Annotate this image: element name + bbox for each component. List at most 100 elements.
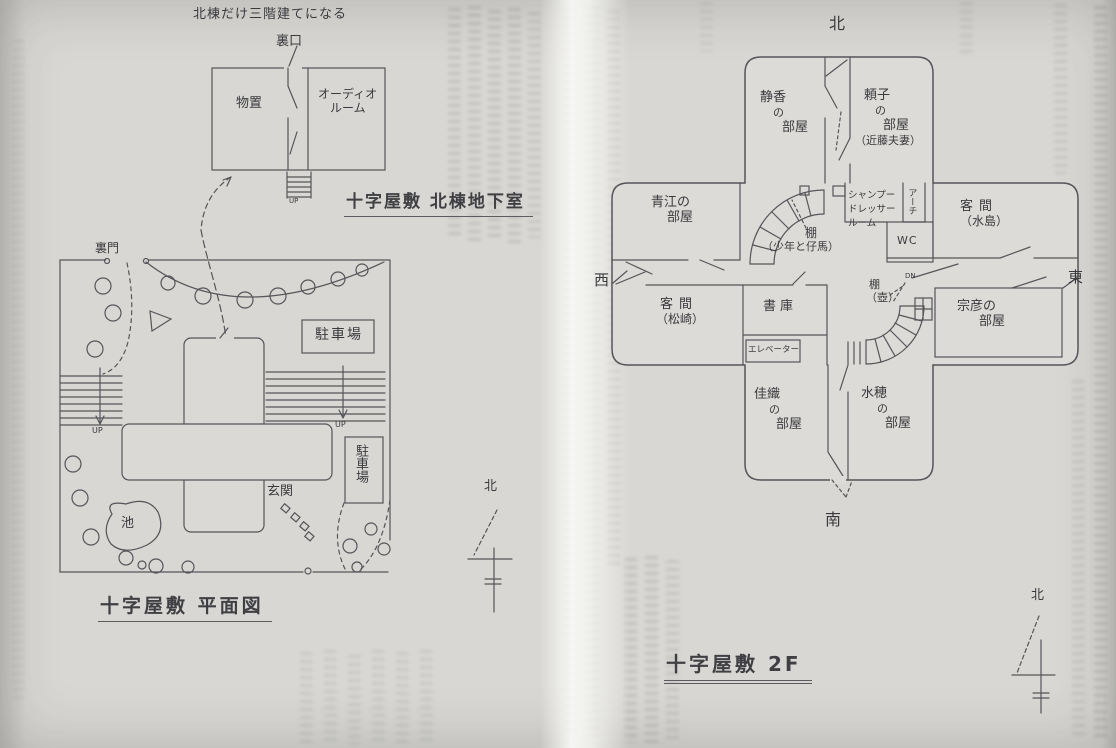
pond-outline bbox=[105, 500, 162, 551]
bleedthrough-text bbox=[488, 10, 501, 240]
cross-outline bbox=[611, 56, 1079, 481]
compass-icon bbox=[467, 509, 513, 613]
basement-stairs-up-label: UP bbox=[289, 197, 299, 205]
up-arrow-right bbox=[338, 365, 348, 419]
shelf-urn-line2: （壺） bbox=[866, 290, 899, 304]
bleedthrough-text bbox=[372, 650, 385, 745]
bleedthrough-text bbox=[528, 12, 541, 238]
bleedthrough-text bbox=[666, 560, 679, 742]
mizuho-line3: 部屋 bbox=[885, 415, 912, 431]
yoriko-line3: 部屋 bbox=[883, 117, 910, 133]
stairs-down-label: DN bbox=[905, 272, 916, 280]
bleedthrough-text bbox=[468, 6, 481, 244]
room-shizuka: 静香 の 部屋 bbox=[760, 90, 809, 136]
basement-plan bbox=[200, 45, 386, 339]
wc-label: WC bbox=[897, 234, 918, 247]
shelf-urn-label: 棚 （壺） bbox=[866, 278, 899, 304]
up-arrow-left bbox=[95, 367, 105, 425]
audio-room-label: オーディオ ルーム bbox=[318, 87, 378, 116]
hatch-right bbox=[265, 371, 386, 422]
pond-label: 池 bbox=[121, 516, 135, 531]
bleedthrough-text bbox=[1072, 380, 1085, 740]
mizushima-line2: （水島） bbox=[960, 213, 1009, 228]
audio-room-line1: オーディオ bbox=[318, 87, 378, 101]
library-label: 書庫 bbox=[763, 299, 798, 314]
bleedthrough-text bbox=[448, 8, 461, 238]
room-munehiko: 宗彦の 部屋 bbox=[957, 299, 1006, 330]
hatch-left bbox=[59, 375, 123, 426]
bleedthrough-text bbox=[324, 650, 337, 745]
shampoo-line2: ドレッサー bbox=[848, 203, 896, 215]
shampoo-line1: シャンプー bbox=[848, 190, 896, 201]
elevator-label: エレベーター bbox=[748, 345, 800, 355]
yoriko-line2: の bbox=[875, 103, 886, 117]
aoe-line1: 青江の bbox=[651, 195, 691, 210]
site-plan bbox=[59, 256, 513, 613]
room-mizushima: 客間 （水島） bbox=[960, 199, 1009, 230]
shelf-mark bbox=[799, 185, 810, 196]
room-yoriko: 頼子 の 部屋 （近藤夫妻） bbox=[855, 88, 921, 149]
parking-box-2 bbox=[344, 436, 384, 504]
yoriko-line4: （近藤夫妻） bbox=[855, 133, 921, 147]
shelf-urn-line1: 棚 bbox=[869, 278, 880, 291]
parking2-label: 駐車場 bbox=[352, 444, 368, 483]
parking-box-1 bbox=[301, 319, 375, 354]
bleedthrough-text bbox=[508, 8, 521, 244]
basement-note: 北棟だけ三階建てになる bbox=[193, 7, 348, 22]
room-aoe: 青江の 部屋 bbox=[651, 195, 694, 226]
storage-room-label: 物置 bbox=[236, 96, 263, 111]
bleedthrough-text bbox=[645, 556, 658, 744]
shizuka-line3: 部屋 bbox=[782, 119, 809, 135]
triangle-mark bbox=[149, 310, 173, 333]
shampoo-line3: ルーム bbox=[848, 217, 877, 229]
dir-south: 南 bbox=[825, 510, 842, 529]
cross-building bbox=[121, 327, 333, 533]
munehiko-line1: 宗彦の bbox=[957, 299, 997, 314]
bleedthrough-text bbox=[1054, 4, 1067, 174]
dir-north: 北 bbox=[829, 14, 846, 33]
bleedthrough-text bbox=[348, 655, 361, 745]
compass-north-left: 北 bbox=[484, 479, 498, 494]
matsuzaki-line1: 客間 bbox=[660, 297, 699, 312]
room-matsuzaki: 客間 （松崎） bbox=[656, 297, 705, 328]
compass-icon bbox=[1011, 615, 1056, 714]
munehiko-line2: 部屋 bbox=[979, 313, 1006, 329]
dir-west: 西 bbox=[594, 271, 610, 289]
bleedthrough-text bbox=[300, 652, 313, 744]
tree-circles bbox=[64, 263, 391, 574]
bleedthrough-text bbox=[960, 2, 973, 57]
matsuzaki-line2: （松崎） bbox=[656, 311, 705, 326]
bleedthrough-text bbox=[1094, 6, 1107, 741]
aoe-line2: 部屋 bbox=[667, 209, 694, 225]
shelf-boy-pony-label: 棚 （少年と仔馬） bbox=[762, 226, 839, 253]
shelf-pony-line2: （少年と仔馬） bbox=[762, 239, 839, 253]
floor2-caption: 十字屋敷 2F bbox=[664, 653, 812, 684]
entrance-stones bbox=[279, 502, 315, 542]
bleedthrough-text bbox=[12, 40, 25, 700]
shelf-pony-line1: 棚 bbox=[805, 226, 818, 240]
back-door-label: 裏口 bbox=[276, 34, 303, 49]
entrance-label: 玄関 bbox=[267, 484, 294, 499]
mizuho-line2: の bbox=[877, 401, 888, 415]
back-gate-label: 裏門 bbox=[95, 241, 120, 255]
yoriko-line1: 頼子 bbox=[864, 88, 891, 103]
mizuho-line1: 水穂 bbox=[861, 386, 888, 401]
bleedthrough-text bbox=[420, 650, 433, 745]
munehiko-room bbox=[934, 287, 1063, 358]
dir-east: 東 bbox=[1068, 268, 1084, 286]
bleedthrough-text bbox=[700, 2, 713, 52]
floor2-plan bbox=[611, 56, 1079, 714]
basement-caption: 十字屋敷 北棟地下室 bbox=[344, 192, 533, 217]
parking1-label: 駐車場 bbox=[315, 327, 363, 343]
shizuka-line1: 静香 bbox=[760, 90, 787, 105]
bleedthrough-text bbox=[396, 652, 409, 744]
audio-room-line2: ルーム bbox=[330, 100, 366, 115]
kaori-line1: 佳織 bbox=[754, 387, 781, 402]
room-shampoo-dresser: シャンプー ドレッサー ルーム bbox=[848, 189, 896, 230]
arch-label: アーチ bbox=[906, 188, 917, 215]
kaori-line3: 部屋 bbox=[776, 416, 803, 432]
up-left-label: UP bbox=[92, 426, 103, 435]
kaori-line2: の bbox=[769, 402, 780, 416]
spiral-stair-up bbox=[749, 189, 825, 265]
